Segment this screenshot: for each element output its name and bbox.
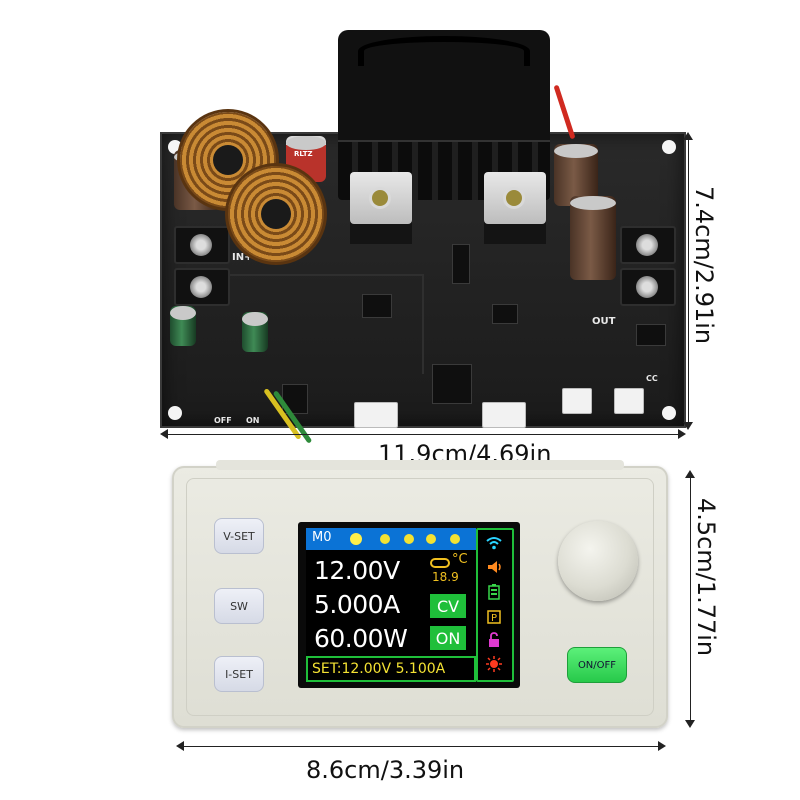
coil-core xyxy=(213,145,243,175)
lcd-screen: M0 12.00V 5.000A 60.00W °C 18.9 CV ON P … xyxy=(306,528,514,682)
board-height-line xyxy=(688,136,689,428)
arrow-left xyxy=(160,429,168,439)
panel-height-label: 4.5cm/1.77in xyxy=(692,498,720,657)
mosfet-tab xyxy=(350,172,412,224)
cap-marking: RLTZ xyxy=(294,150,313,158)
wifi-icon xyxy=(484,534,504,552)
label-out: OUT xyxy=(592,316,616,327)
memory-dot xyxy=(404,534,414,544)
panel-width-label: 8.6cm/3.39in xyxy=(306,756,465,784)
ic-chip xyxy=(492,304,518,324)
board-width-line xyxy=(164,434,682,435)
panel-lip xyxy=(216,460,624,470)
cooling-fan xyxy=(338,30,550,140)
sun-icon xyxy=(484,655,504,673)
fan-connector xyxy=(614,388,644,414)
mosfet-tab xyxy=(484,172,546,224)
temperature-readout: 18.9 xyxy=(432,570,459,584)
current-readout: 5.000A xyxy=(314,590,400,619)
fan-shroud xyxy=(358,36,530,66)
jst-connector xyxy=(354,402,398,428)
svg-text:P: P xyxy=(491,613,497,624)
capacitor xyxy=(554,144,598,206)
arrow-right xyxy=(658,741,666,751)
arrow-up xyxy=(685,470,695,478)
inductor-coil xyxy=(228,166,324,262)
on-badge: ON xyxy=(430,626,466,650)
pcb-trace xyxy=(222,274,422,276)
speaker-icon xyxy=(484,558,504,576)
coil-core xyxy=(261,199,291,229)
ic-chip xyxy=(362,294,392,318)
header-pins xyxy=(452,244,470,284)
p-icon: P xyxy=(484,608,504,626)
label-cc: CC xyxy=(646,374,658,383)
mode-switch xyxy=(636,324,666,346)
power-readout: 60.00W xyxy=(314,624,408,653)
sw-button[interactable]: SW xyxy=(214,588,264,624)
pcb-trace xyxy=(422,274,424,374)
capacitor xyxy=(170,306,196,346)
cv-badge: CV xyxy=(430,594,466,618)
label-on: ON xyxy=(246,416,260,425)
panel-inner-frame xyxy=(186,478,654,716)
label-in-plus: IN+ xyxy=(232,252,253,263)
board-height-label: 7.4cm/2.91in xyxy=(690,186,718,345)
memory-dot-active xyxy=(350,533,362,545)
thermometer-icon xyxy=(430,558,450,568)
memory-dot xyxy=(450,534,460,544)
mcu-chip xyxy=(432,364,472,404)
capacitor xyxy=(242,312,268,352)
arrow-up xyxy=(683,132,693,140)
memory-dot xyxy=(380,534,390,544)
on-off-button[interactable]: ON/OFF xyxy=(567,647,627,683)
output-terminal xyxy=(620,268,676,306)
panel-height-line xyxy=(690,474,691,726)
inductor-coil xyxy=(180,112,276,208)
memory-dot xyxy=(426,534,436,544)
label-off: OFF xyxy=(214,416,232,425)
lcd-status-bar: M0 xyxy=(306,528,476,550)
output-terminal xyxy=(620,226,676,264)
red-capacitor: RLTZ xyxy=(286,136,326,182)
arrow-down xyxy=(685,720,695,728)
panel-width-line xyxy=(180,746,662,747)
arrow-left xyxy=(176,741,184,751)
lcd-icon-sidebar xyxy=(476,528,514,682)
mount-hole xyxy=(662,140,676,154)
input-terminal xyxy=(174,226,230,264)
mount-hole xyxy=(168,406,182,420)
i-set-button[interactable]: I-SET xyxy=(214,656,264,692)
temp-unit: °C xyxy=(452,552,468,567)
setpoint-line: SET:12.00V 5.100A xyxy=(306,656,476,682)
voltage-readout: 12.00V xyxy=(314,556,400,585)
arrow-right xyxy=(678,429,686,439)
rotary-encoder-knob[interactable] xyxy=(558,521,638,601)
capacitor xyxy=(570,196,616,280)
arrow-down xyxy=(683,422,693,430)
input-terminal xyxy=(174,268,230,306)
ntc-connector xyxy=(562,388,592,414)
jst-connector xyxy=(482,402,526,428)
battery-icon xyxy=(484,583,504,601)
mount-hole xyxy=(662,406,676,420)
memory-mode: M0 xyxy=(312,530,332,545)
v-set-button[interactable]: V-SET xyxy=(214,518,264,554)
lock-icon xyxy=(484,631,504,649)
